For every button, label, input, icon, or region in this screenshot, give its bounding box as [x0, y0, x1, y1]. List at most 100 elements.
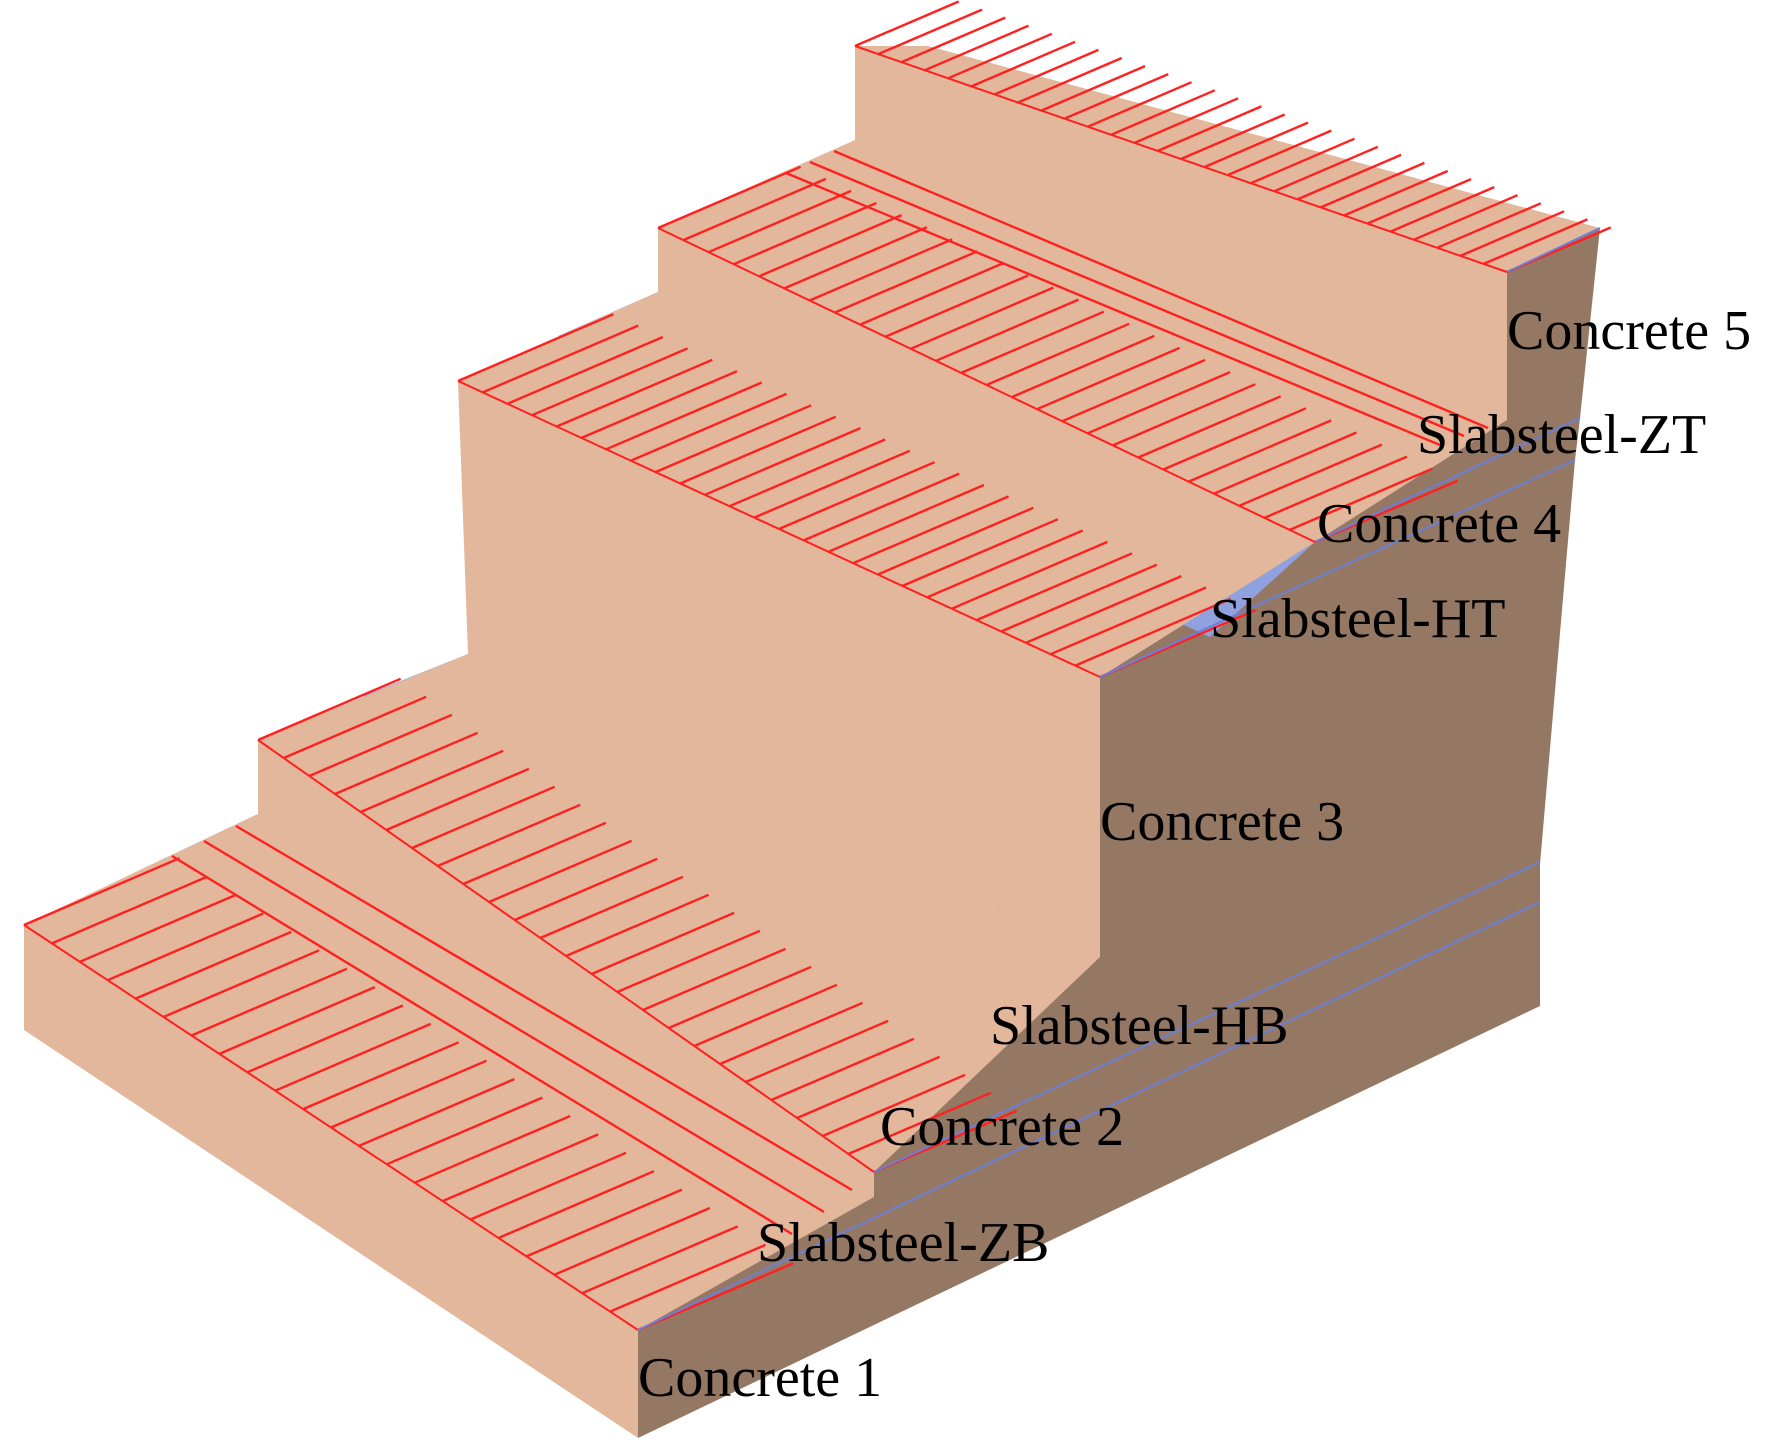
- layer-line: [1314, 417, 1581, 543]
- rebar-longitudinal-zb: [203, 839, 825, 1214]
- riser-step-3: [458, 292, 1315, 957]
- edge-line: [657, 227, 1316, 543]
- rebar-line: [1320, 161, 1425, 209]
- concrete-top-faces: [24, 46, 1600, 1438]
- rebar-line: [1188, 419, 1332, 483]
- rebar-line: [796, 1055, 941, 1120]
- rebar-line: [274, 1022, 432, 1092]
- rebar-line: [218, 985, 376, 1056]
- rebar-line: [1436, 202, 1542, 249]
- rebar-line: [994, 48, 1099, 96]
- layer-line: [637, 901, 1541, 1331]
- rebar-line: [246, 1004, 404, 1074]
- rebar-line: [803, 472, 960, 542]
- rebar-line: [1296, 153, 1402, 201]
- rebar-line: [1017, 56, 1123, 104]
- rebar-line: [334, 731, 479, 796]
- rebar-line: [1040, 64, 1146, 112]
- rebar-line: [556, 358, 713, 428]
- rebar-line: [1289, 467, 1433, 532]
- rebar-line: [970, 40, 1076, 88]
- side-face-step-1: [638, 902, 1540, 1438]
- rebar-line: [525, 1188, 683, 1258]
- top-face-step-2: [258, 654, 1100, 1172]
- rebar-line: [682, 177, 827, 242]
- rebar-line: [924, 24, 1029, 72]
- rebar-line: [482, 324, 639, 394]
- rebar-line: [947, 32, 1053, 80]
- rebar-line: [986, 322, 1130, 387]
- rebar-line: [457, 313, 614, 383]
- rebar-line: [910, 286, 1054, 350]
- rebar-line: [462, 821, 607, 886]
- rebar-line: [498, 1170, 655, 1240]
- rebar-line: [1157, 105, 1262, 153]
- rebar-line: [1162, 407, 1307, 471]
- rebar-line: [51, 875, 208, 945]
- rebar-line: [437, 803, 581, 868]
- rebar-line: [1366, 177, 1472, 225]
- rebar-line: [302, 1041, 460, 1111]
- rebar-line: [693, 983, 838, 1048]
- rebar-line: [822, 1073, 966, 1138]
- concrete-side-faces: [638, 228, 1600, 1438]
- label-slabsteel-ht: Slabsteel-HT: [1210, 588, 1505, 650]
- rebar-line: [1112, 383, 1256, 447]
- rebar-line: [783, 226, 928, 290]
- label-concrete-4: Concrete 4: [1317, 493, 1561, 555]
- rebar-line: [539, 875, 684, 940]
- rebar-line: [1133, 97, 1239, 145]
- rebar-line: [1250, 137, 1355, 185]
- rebar-line: [778, 461, 935, 531]
- rebar-line: [951, 540, 1108, 610]
- label-concrete-3: Concrete 3: [1100, 791, 1344, 853]
- rebar-line: [1137, 395, 1282, 459]
- rebar-line: [630, 392, 787, 462]
- rebar-line: [360, 749, 504, 814]
- layer-separator-lines: [637, 227, 1601, 1331]
- layer-line: [1099, 459, 1576, 678]
- rebar-line: [901, 16, 1006, 64]
- side-face-step-2: [638, 862, 1540, 1330]
- layer-labels: Concrete 5 Slabsteel-ZT Concrete 4 Slabs…: [638, 300, 1751, 1409]
- rebar-line: [514, 857, 658, 922]
- rebar-line: [1061, 358, 1206, 423]
- rebar-line: [23, 857, 180, 927]
- rebar-line: [753, 449, 911, 519]
- rebar-line: [581, 1225, 739, 1295]
- rebar-line: [605, 381, 763, 451]
- layer-line: [873, 861, 1541, 1173]
- rebar-line: [1413, 194, 1518, 241]
- rebar-line: [926, 529, 1084, 599]
- rebar-longitudinal-zt: [833, 149, 1489, 430]
- rebar-line: [135, 930, 292, 1000]
- rebar-line: [976, 552, 1133, 622]
- rebar-line: [1036, 346, 1181, 411]
- rebar-line: [531, 347, 689, 417]
- rebar-line: [704, 426, 861, 496]
- rebar-line: [1203, 121, 1309, 169]
- edge-line: [457, 380, 1101, 678]
- rebar-line: [1087, 81, 1192, 128]
- label-concrete-2: Concrete 2: [880, 1096, 1124, 1158]
- rebar-line: [655, 404, 812, 474]
- rebar-line: [642, 947, 787, 1012]
- rebar-line: [1180, 113, 1286, 161]
- rebar-line: [581, 370, 738, 440]
- rebar-line: [506, 335, 664, 405]
- rebar-line: [163, 949, 320, 1019]
- rebar-line: [1264, 455, 1408, 519]
- rebar-line: [385, 767, 530, 832]
- rebar-line: [488, 839, 633, 904]
- rebar-line: [679, 415, 837, 485]
- label-slabsteel-hb: Slabsteel-HB: [990, 995, 1289, 1057]
- rebar-line: [859, 262, 1004, 326]
- rebar-line: [1050, 586, 1207, 656]
- rebar-line: [745, 1019, 889, 1084]
- rebar-longitudinal-zt: [785, 171, 1441, 447]
- rebar-line: [470, 1151, 627, 1221]
- rebar-line: [1459, 210, 1565, 258]
- rebar-line: [283, 695, 427, 760]
- layer-line: [1506, 227, 1601, 273]
